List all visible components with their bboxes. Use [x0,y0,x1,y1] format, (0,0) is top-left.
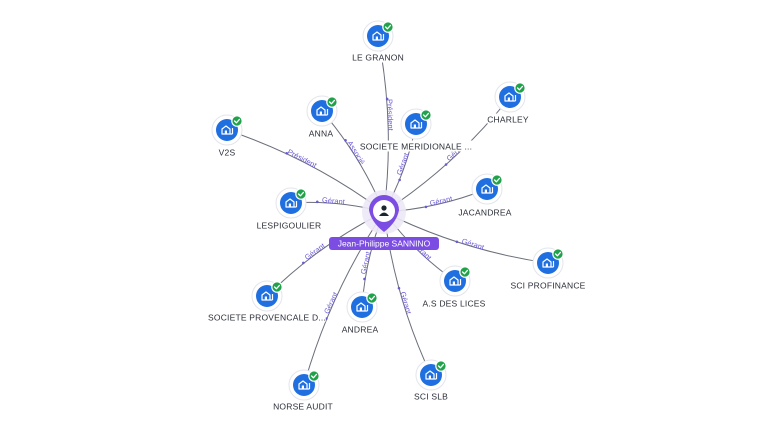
company-node-jacandrea[interactable]: JACANDREA [458,173,512,218]
company-icon [425,370,438,380]
edge-marker [302,261,305,265]
verified-check-icon [382,21,394,33]
center-person-node[interactable]: Jean-Philippe SANNINO [329,190,439,250]
verified-check-icon [435,360,447,372]
edge-marker [397,286,401,290]
edge-marker [344,139,347,142]
edge-label: Gérant [359,250,373,275]
edge-marker [398,178,401,182]
company-node-lespigoulier[interactable]: LESPIGOULIER [256,187,322,231]
company-node-anna[interactable]: ANNA [306,95,338,139]
edge-marker [363,277,366,281]
company-icon [298,380,311,390]
company-icon [285,198,298,208]
company-icon [261,291,274,301]
verified-check-icon [326,96,338,108]
company-node-as-des-lices[interactable]: A.S DES LICES [419,265,489,309]
edge-marker [315,200,319,204]
verified-check-icon [271,281,283,293]
edge-label: Gérant [322,290,340,315]
edge-marker [325,317,328,320]
company-node-societe-provencale[interactable]: SOCIETE PROVENCALE D... [208,280,326,323]
edge-label: Président [385,99,395,132]
company-label: LESPIGOULIER [257,221,322,231]
company-label: NORSE AUDIT [273,402,333,412]
company-node-norse-audit[interactable]: NORSE AUDIT [272,369,334,412]
company-icon [372,31,385,41]
company-label: LE GRANON [352,53,404,63]
company-icon [481,184,494,194]
nodes-layer: LE GRANON ANNA CHARLEY V2S SOCIETE MERIDIONA… [208,20,585,412]
edge-norse-audit [303,211,385,386]
company-icon [504,92,517,102]
company-icon [221,125,234,135]
edge-label: Gérant [429,194,454,208]
verified-check-icon [552,248,564,260]
person-icon [379,205,389,216]
verified-check-icon [295,188,307,200]
edge-label: Gérant [395,151,412,176]
company-icon [356,302,369,312]
company-label: SCI PROFINANCE [510,281,585,291]
company-node-societe-meridionale[interactable]: SOCIETE MERIDIONALE ... [357,108,475,152]
company-label: JACANDREA [458,208,511,218]
company-icon [316,106,329,116]
company-icon [542,258,555,268]
company-node-le-granon[interactable]: LE GRANON [352,20,404,63]
edge-label: Président [286,147,319,170]
company-node-andrea[interactable]: ANDREA [342,291,379,335]
verified-check-icon [231,115,243,127]
company-node-v2s[interactable]: V2S [211,114,243,158]
verified-check-icon [491,174,503,186]
center-label-bg [329,237,439,250]
edge-label: Gérant [303,241,328,262]
edge-marker [385,97,389,101]
company-node-sci-slb[interactable]: SCI SLB [410,359,452,402]
verified-check-icon [366,292,378,304]
company-label: CHARLEY [487,115,529,125]
edge-marker [424,205,428,209]
company-label: SOCIETE MERIDIONALE ... [360,142,472,152]
verified-check-icon [514,82,526,94]
verified-check-icon [308,370,320,382]
company-node-sci-profinance[interactable]: SCI PROFINANCE [510,247,585,291]
company-node-charley[interactable]: CHARLEY [487,81,529,125]
edge-label: Gérant [322,195,347,206]
company-icon [410,119,423,129]
verified-check-icon [420,109,432,121]
company-label: A.S DES LICES [422,299,485,309]
company-label: ANNA [309,129,334,139]
edge-label: Gérant [461,236,486,252]
verified-check-icon [459,266,471,278]
company-label: SCI SLB [414,392,448,402]
center-label: Jean-Philippe SANNINO [338,239,431,249]
edge-marker [455,240,459,244]
company-icon [449,276,462,286]
edge-marker [285,151,289,155]
company-label: SOCIETE PROVENCALE D... [208,313,326,323]
edge-label: Gérant [398,291,413,316]
company-label: V2S [219,148,236,158]
edge-marker [444,163,448,166]
company-label: ANDREA [342,325,379,335]
